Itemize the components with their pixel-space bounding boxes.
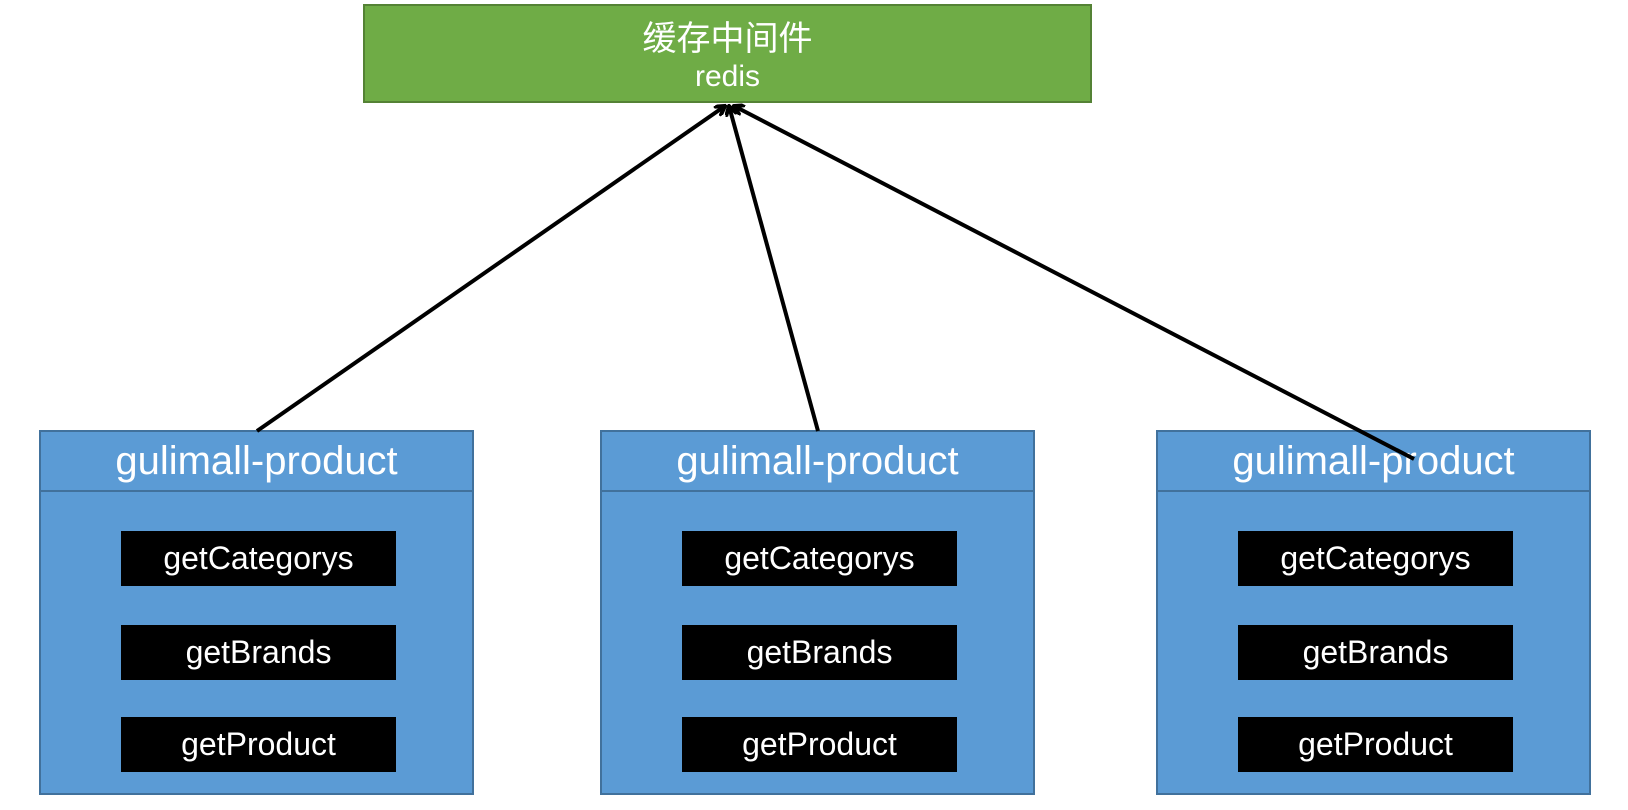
arrow-service2-to-cache [729, 106, 820, 432]
method-get-categorys: getCategorys [682, 531, 957, 586]
method-get-product: getProduct [682, 717, 957, 772]
cache-subtitle: redis [694, 60, 761, 93]
method-get-brands: getBrands [1238, 625, 1513, 680]
method-get-brands: getBrands [121, 625, 396, 680]
method-get-categorys: getCategorys [121, 531, 396, 586]
method-get-product: getProduct [1238, 717, 1513, 772]
cache-title: 缓存中间件 [642, 20, 813, 58]
method-get-brands: getBrands [682, 625, 957, 680]
method-get-categorys: getCategorys [1238, 531, 1513, 586]
service-box-3: gulimall-product getCategorys getBrands … [1156, 430, 1591, 795]
service-name: gulimall-product [602, 432, 1033, 492]
service-name: gulimall-product [41, 432, 472, 492]
service-name: gulimall-product [1158, 432, 1589, 492]
arrow-service3-to-cache [734, 106, 1415, 461]
method-get-product: getProduct [121, 717, 396, 772]
arrow-service1-to-cache [255, 106, 725, 433]
service-box-2: gulimall-product getCategorys getBrands … [600, 430, 1035, 795]
cache-middleware-box: 缓存中间件 redis [363, 4, 1092, 103]
service-box-1: gulimall-product getCategorys getBrands … [39, 430, 474, 795]
